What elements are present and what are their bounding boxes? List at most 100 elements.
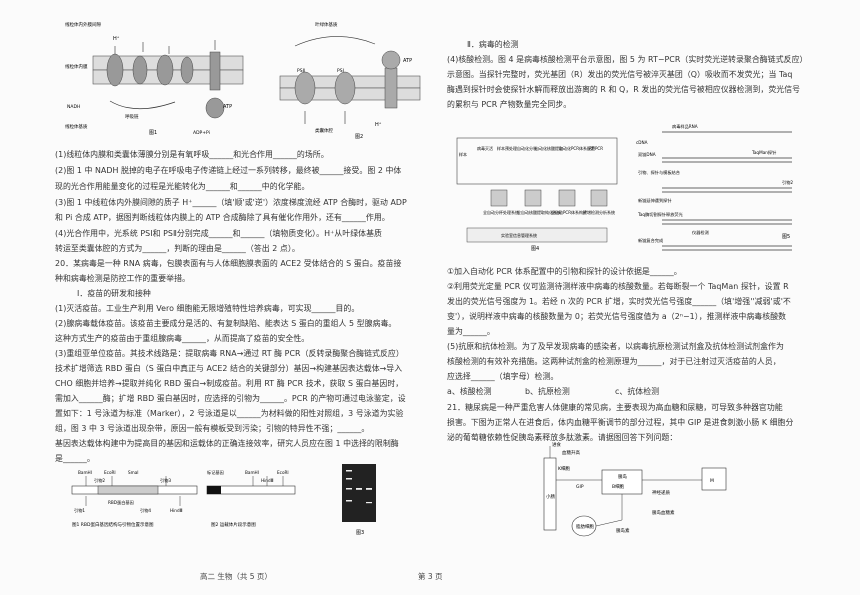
q19-line-3: 现的光合作用能量变化的过程是光能转化为______和______中的化学能。	[55, 182, 310, 191]
diagram-label-gip: GIP	[576, 484, 584, 490]
figure-gel: 图3	[342, 464, 376, 536]
fig5-label-rna: 病毒样品RNA	[672, 123, 698, 130]
vector-label-bamhi: BamHⅠ	[245, 470, 259, 475]
fig1-label-chain: 呼吸链	[125, 113, 139, 120]
figure-detection-platform: 样本 病毒灭活 样本预处理 自动化分装 自动化核酸提取 自动化PCR体系配置 R…	[456, 137, 618, 252]
q21-line-1: 21．糖尿病是一种严重危害人体健康的常见病，主要表现为高血糖和尿糖，可导致多种器…	[447, 403, 783, 412]
fig5-label-binding: 引物、探针与模板结合	[638, 169, 681, 176]
diagram-label-insulin: 胰岛素	[616, 527, 630, 534]
q20-5-line-3: 应选择______（填字母）检测。	[447, 372, 559, 381]
q20-5-line-1: (5)抗原和抗体检测。为了及早发现病毒的感染者，以病毒抗原检测试剂盒及抗体检测试…	[447, 342, 784, 351]
q21-line-3: 泌的葡萄糖依赖性促胰岛素释放多肽激素。请据图回答下列问题：	[447, 433, 678, 442]
q19-line-2: (2)图 1 中 NADH 脱掉的电子在呼吸电子传递链上经过一系列转移，最终被_…	[55, 166, 402, 175]
q20-line-10: 置如下：1 号泳道为标准（Marker），2 号泳道是以______为材料做的阳…	[55, 409, 404, 418]
option-a: a、核酸检测	[447, 387, 492, 396]
footer-page-info: 高二 生物（共 5 页）	[200, 572, 272, 581]
fig4-label-system-3: 全自动PCR体系构建	[551, 209, 587, 215]
diagram-label-neurotransmitter: 神经递质	[652, 489, 670, 496]
fig1-label-matrix: 线粒体基质	[65, 123, 88, 130]
gene-label-primer-2: 引物2	[94, 477, 105, 484]
fig1-label-adp: ADP+Pi	[193, 130, 210, 136]
fig5-label-cdna: cDNA	[636, 140, 648, 145]
fig4-label-system-2: 全自动核酸提取纯化系统	[517, 209, 561, 215]
q19-line-6: (4)光合作用中，光系统 PSⅠ和 PSⅡ分别完成______和______（填…	[55, 229, 382, 238]
gene-label-ecori: EcoRⅠ	[104, 470, 116, 475]
gene-label-smai: SmaⅠ	[128, 470, 139, 475]
q20-line-2: 种和病毒检测是防控工作的重要举措。	[55, 274, 190, 283]
fig1-label-inner-membrane: 线粒体内膜	[65, 63, 88, 70]
gene-label-hindiii: HindⅢ	[170, 508, 183, 513]
q20-4-sub-2c: 变'），说明样液中病毒的核酸数量为 0；若荧光信号强度值为 a（2ⁿ−1），推测…	[447, 312, 787, 321]
fig2-label-ps1: PSⅠ	[337, 68, 344, 74]
fig2-label-ps2: PSⅡ	[297, 68, 305, 74]
bottom-fig3-caption: 图3	[356, 530, 364, 536]
vector-label-marker: 标记基因	[207, 469, 224, 476]
q20-line-9: 需加入______酶；扩增 RBD 蛋白基因时，应选择的引物为______。PC…	[55, 394, 406, 403]
vector-label-hindiii: HindⅢ	[261, 478, 274, 483]
fig5-label-probe: TaqMan探针	[751, 149, 776, 156]
fig1-label-atp: ATP	[223, 104, 232, 110]
figure-rt-pcr: 病毒样品RNA cDNA 双链DNA 引物、探针与模板结合 TaqMan探针 引…	[636, 123, 793, 251]
q20-line-6: (3)重组亚单位疫苗。其技术线路是：提取病毒 RNA→通过 RT 酶 PCR（反…	[55, 349, 404, 358]
fig4-label-aliquot: 自动化分装	[517, 145, 537, 151]
fig1-caption: 图1	[149, 130, 157, 136]
q20-line-8: CHO 细胞并培养→提取并纯化 RBD 蛋白→制成疫苗。利用 RT 酶 PCR …	[55, 379, 404, 388]
figure-thylakoid-membrane: 叶绿体基质 PSⅡ PSⅠ H⁺ ATP 类囊体腔 图2	[279, 21, 421, 140]
q20-line-1: 20．某病毒是一种 RNA 病毒，包膜表面有与人体细胞膜表面的 ACE2 受体结…	[55, 259, 402, 268]
fig5-caption: 图5	[782, 234, 790, 240]
figure-glucose-regulation: 进食 血糖升高 小肠 K细胞 GIP 胰岛 B细胞 神经递质 胰岛血糖素 脂肪细…	[543, 441, 727, 537]
q20-line-3: (1)灭活疫苗。工业生产利用 Vero 细胞能无限增殖特性培养病毒，可实现___…	[55, 304, 360, 313]
q20-4-line-1: (4)核酸检测。图 4 是病毒核酸检测平台示意图，图 5 为 RT−PCR（实时…	[447, 55, 808, 64]
fig4-label-pcr-config: 自动化PCR体系配置	[559, 145, 595, 151]
gene-label-primer-3: 引物3	[160, 477, 171, 484]
option-c: c、抗体检测	[615, 387, 660, 396]
q20-line-13: 是______。	[55, 454, 95, 463]
diagram-label-m: M	[710, 478, 714, 484]
fig5-label-extend: 新链延伸遇到探针	[638, 197, 672, 204]
bottom-fig1-caption: 图1 RBD蛋白基因结构与引物位置示意图	[72, 521, 154, 528]
q20-4-line-3: 酶遇到探针时会使探针水解而释放出游离的 R 和 Q，R 发出的荧光信号被相应仪器…	[447, 85, 801, 94]
q20-line-7: 技术扩增筛选 RBD 蛋白（S 蛋白中真正与 ACE2 结合的关键部分）基因→构…	[55, 364, 403, 373]
fig4-label-system-1: 全自动分杯处理系统	[483, 209, 519, 215]
gene-label-primer-4: 引物4	[140, 507, 151, 514]
fig1-label-intermembrane: 线粒体内外膜间隙	[65, 21, 101, 28]
q19-line-7: 转运至类囊体腔的方式为______，判断的理由是______（答出 2 点）。	[55, 244, 300, 253]
fig4-caption: 图4	[531, 246, 539, 252]
fig4-label-extract: 自动化核酸提取	[535, 145, 563, 151]
q19-line-5: 和 Pi 合成 ATP，据图判断线粒体内膜上的 ATP 合成酶除了具有催化作用外…	[55, 213, 390, 222]
fig5-label-complete: 新链复合完成	[638, 237, 663, 244]
gene-label-rbd: RBD蛋白基因	[108, 499, 134, 506]
q19-line-1: (1)线粒体内膜和类囊体薄膜分别是有氧呼吸______和光合作用______的场…	[55, 150, 329, 159]
q20-line-11: 组，图 3 中 3 号泳道出现杂带，原因一般有模板受到污染；引物的特异性不强；_…	[55, 424, 370, 433]
diagram-label-glucagon: 胰岛血糖素	[652, 509, 675, 516]
option-b: b、抗原检测	[525, 387, 570, 396]
fig1-label-proton: H⁺	[113, 36, 120, 42]
q20-line-5: 这种方式生产的疫苗由于重组腺病毒______，从而提高了疫苗的安全性。	[55, 334, 310, 343]
q20-line-12: 基因表达载体构建中为提高目的基因和运载体的正确连接效率，研究人员应在图 1 中选…	[55, 439, 399, 448]
fig5-label-primer-2: 引物2	[782, 179, 793, 186]
diagram-label-intestine: 小肠	[546, 493, 555, 500]
q20-4-sub-2d: 量为______。	[447, 327, 495, 336]
vector-label-ecori: EcoRⅠ	[277, 470, 289, 475]
fig2-label-lumen: 类囊体腔	[315, 127, 333, 134]
fig2-label-atp: ATP	[403, 58, 412, 64]
q20-line-4: (2)腺病毒载体疫苗。该疫苗主要成分是活的、有复制缺陷、能表达 S 蛋白的重组人…	[55, 319, 397, 328]
figure-vector: 标记基因 BamHⅠ HindⅢ EcoRⅠ 图2 运载体片段示意图	[206, 469, 296, 528]
fig2-label-proton: H⁺	[375, 122, 382, 128]
q20-4-sub-1: ①加入自动化 PCR 体系配置中的引物和探针的设计依据是______。	[447, 267, 682, 276]
diagram-label-islet: 胰岛	[618, 473, 627, 480]
diagram-label-eating: 进食	[552, 441, 561, 448]
diagram-label-b-cell: B细胞	[612, 483, 625, 490]
q20-4-sub-2b: 发出的荧光信号强度为 1。若经 n 次的 PCR 扩增，实时荧光信号强度____…	[447, 297, 791, 306]
fig4-label-rt-pcr: RT-PCR	[589, 146, 603, 151]
fig2-label-stroma: 叶绿体基质	[315, 21, 338, 28]
q21-line-2: 损害。下图为正常人在进食后，体内血糖平衡调节的部分过程，其中 GIP 是进食刺激…	[447, 418, 794, 427]
bottom-fig2-caption: 图2 运载体片段示意图	[211, 521, 256, 528]
q20-4-sub-2a: ②利用荧光定量 PCR 仪可监测待测样液中病毒的核酸数量。若每断裂一个 TaqM…	[447, 282, 789, 291]
q20-5-line-2: 核酸检测的有效补充措施。这两种试剂盒的检测原理为______，对于已注射过灭活疫…	[447, 357, 781, 366]
q20-section-1-title: Ⅰ．疫苗的研发和接种	[77, 289, 151, 298]
diagram-label-adipocyte: 脂肪细胞	[576, 523, 594, 530]
fig4-label-system-4: 扩增检测分析系统	[583, 209, 615, 215]
fig4-label-inactivate: 病毒灭活	[477, 145, 493, 151]
fig1-label-nadh: NADH	[67, 104, 80, 110]
